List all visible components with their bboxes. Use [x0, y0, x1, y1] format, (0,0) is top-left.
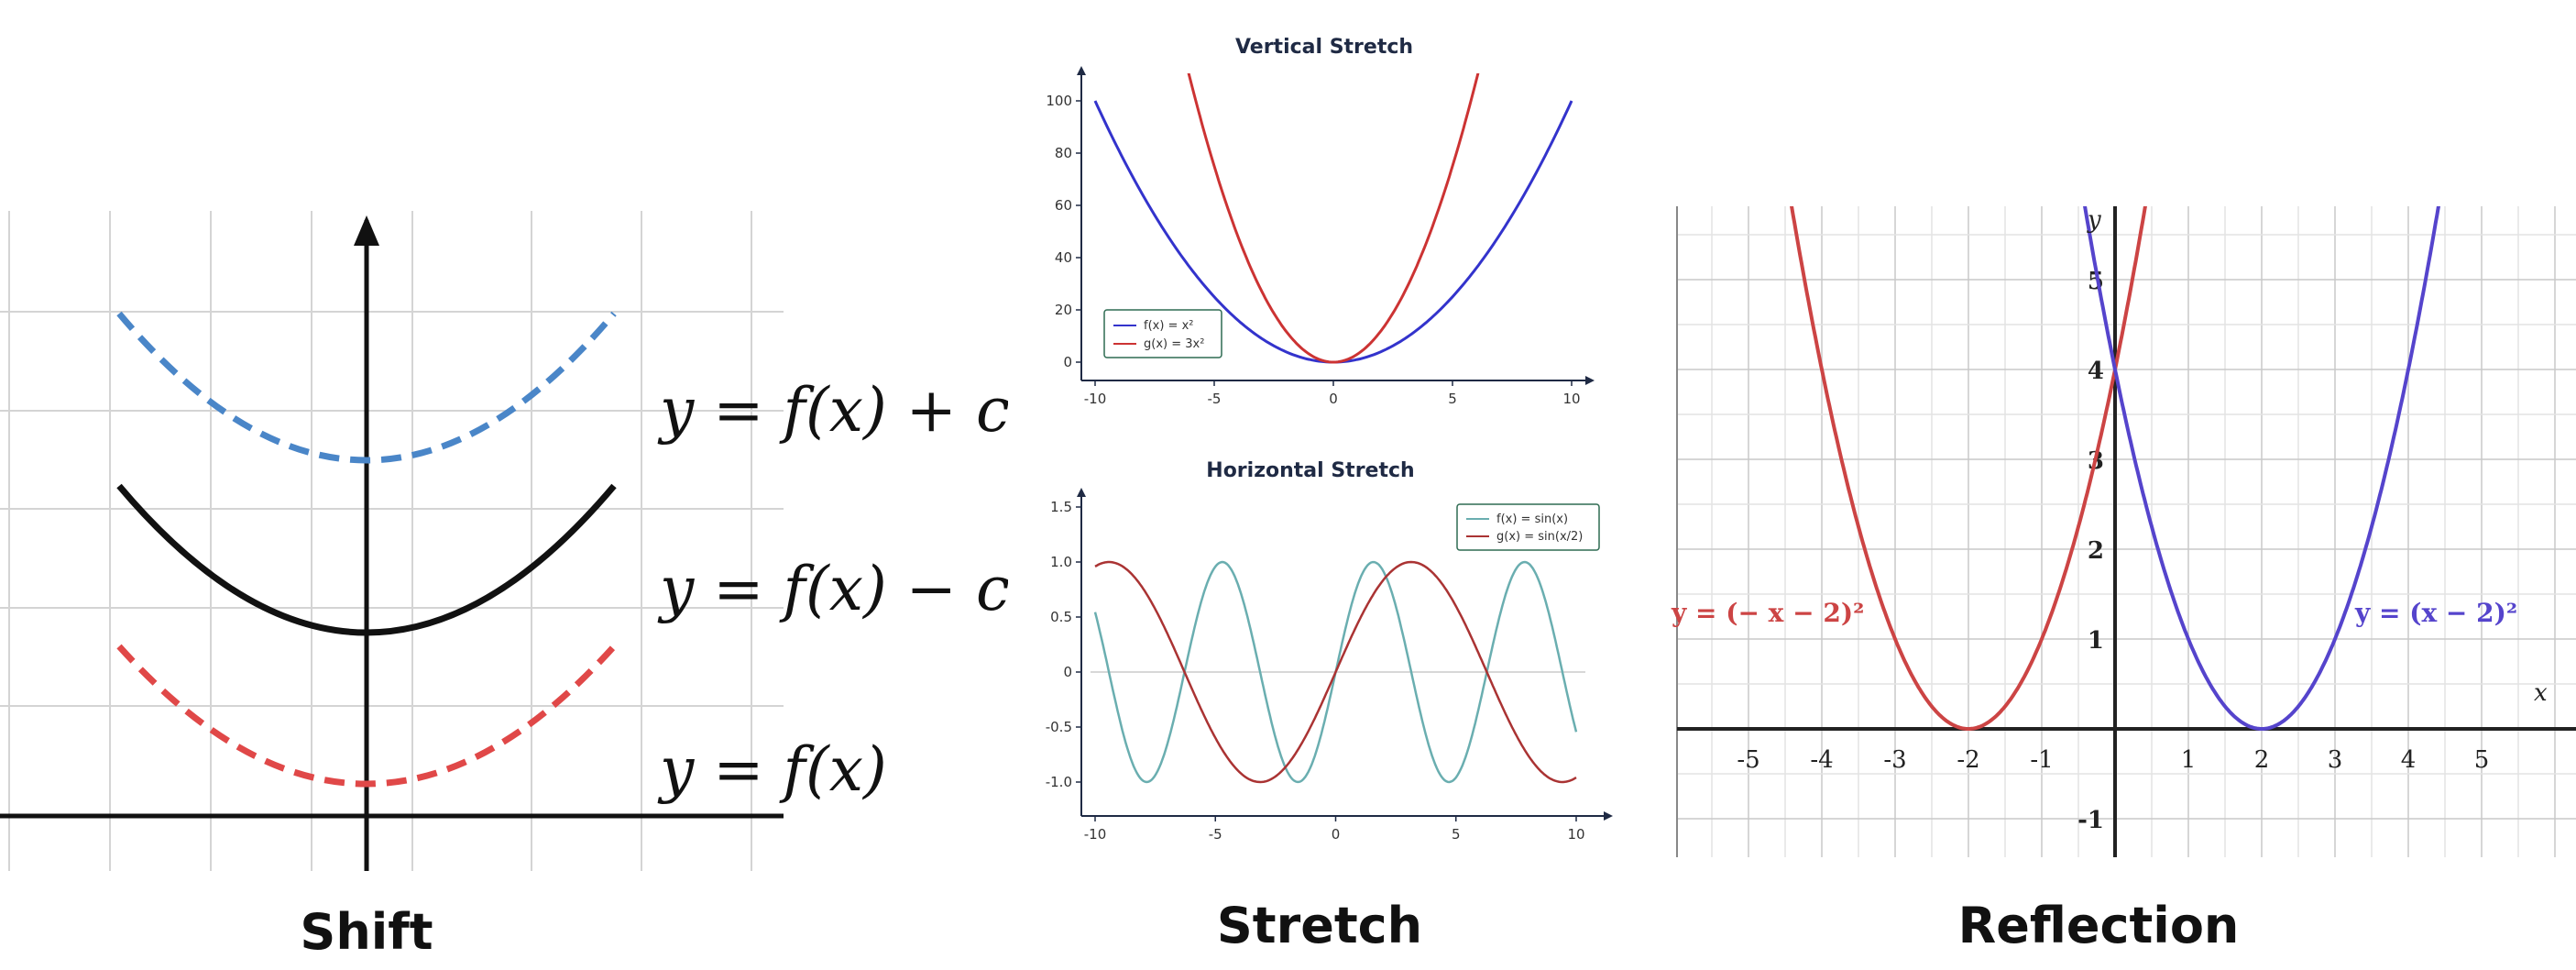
- horizontal-stretch-legend: f(x) = sin(x) g(x) = sin(x/2): [1456, 503, 1600, 551]
- vertical-y-tick-label: 20: [1055, 302, 1072, 318]
- vertical-y-tick-label: 60: [1055, 197, 1072, 214]
- horizontal-y-tick-label: 1.0: [1050, 554, 1072, 570]
- horizontal-y-tick-label: 0.5: [1050, 609, 1072, 625]
- horizontal-y-tick-label: 1.5: [1050, 499, 1072, 515]
- vertical-x-arrow: [1585, 376, 1595, 385]
- vertical-y-tick-label: 100: [1046, 93, 1072, 109]
- reflection-x-tick-label: 3: [2328, 746, 2343, 774]
- reflection-axis-x-label: x: [2534, 679, 2548, 707]
- shift-grid: [0, 211, 784, 871]
- horizontal-legend-g: g(x) = sin(x/2): [1496, 530, 1583, 544]
- shift-y-axis-arrowhead: [354, 215, 379, 246]
- vertical-y-tick-label: 40: [1055, 249, 1072, 266]
- horizontal-y-arrow: [1077, 488, 1086, 497]
- horizontal-x-tick-label: -5: [1209, 826, 1222, 843]
- horizontal-legend-f: f(x) = sin(x): [1496, 513, 1568, 526]
- reflection-x-tick-label: -4: [1810, 746, 1833, 774]
- vertical-x-tick-label: 0: [1329, 391, 1338, 407]
- reflection-label-left: y = (− x − 2)²: [1671, 598, 1864, 628]
- reflection-x-tick-label: -5: [1737, 746, 1759, 774]
- reflection-x-tick-label: -3: [1883, 746, 1906, 774]
- horizontal-y-tick-label: -0.5: [1046, 719, 1072, 735]
- horizontal-stretch-chart: Horizontal Stretch -10 -5 0 5 10 -1.0 -0.5 0 0.5…: [1046, 459, 1613, 843]
- reflection-y-tick-label: 2: [2088, 537, 2104, 565]
- shift-upper-curve: [116, 311, 617, 464]
- vertical-y-tick-label: 0: [1063, 354, 1072, 370]
- vertical-stretch-title: Vertical Stretch: [1235, 36, 1413, 59]
- horizontal-x-tick-label: -10: [1084, 826, 1107, 843]
- reflection-x-tick-label: 2: [2254, 746, 2270, 774]
- horizontal-y-tick-label: -1.0: [1046, 774, 1072, 790]
- stretch-caption: Stretch: [1216, 897, 1423, 954]
- vertical-y-arrow: [1077, 66, 1086, 75]
- horizontal-y-tick-label: 0: [1063, 664, 1072, 680]
- reflection-left-curve: [1790, 206, 2147, 731]
- reflection-x-tick-label: -2: [1957, 746, 1979, 774]
- reflection-y-tick-label: 1: [2088, 627, 2104, 655]
- reflection-axis-y-label: y: [2087, 206, 2101, 234]
- horizontal-x-tick-label: 10: [1567, 826, 1584, 843]
- vertical-stretch-series-g: [1187, 73, 1480, 364]
- horizontal-stretch-title: Horizontal Stretch: [1206, 459, 1414, 482]
- reflection-x-tick-label: 1: [2181, 746, 2197, 774]
- horizontal-x-tick-label: 5: [1452, 826, 1461, 843]
- shift-panel: y = f(x) + c y = f(x) − c y = f(x) Shift: [0, 0, 1008, 970]
- shift-label-lower: y = f(x): [657, 734, 887, 805]
- reflection-caption: Reflection: [1957, 897, 2240, 954]
- shift-lower-curve: [116, 644, 617, 788]
- shift-middle-curve: [116, 483, 617, 636]
- shift-graph: y = f(x) + c y = f(x) − c y = f(x): [0, 211, 1008, 871]
- reflection-right-curve: [2083, 206, 2440, 731]
- reflection-x-tick-label: 4: [2401, 746, 2417, 774]
- vertical-legend-f: f(x) = x²: [1144, 319, 1193, 333]
- reflection-x-tick-label: 5: [2474, 746, 2490, 774]
- horizontal-x-tick-label: 0: [1332, 826, 1341, 843]
- shift-label-upper: y = f(x) + c: [657, 375, 1008, 446]
- vertical-x-tick-label: -10: [1084, 391, 1107, 407]
- vertical-legend-g: g(x) = 3x²: [1144, 337, 1204, 351]
- vertical-stretch-legend: f(x) = x² g(x) = 3x²: [1103, 309, 1222, 358]
- vertical-y-tick-label: 80: [1055, 145, 1072, 161]
- horizontal-x-arrow: [1604, 811, 1613, 821]
- reflection-label-right: y = (x − 2)²: [2354, 598, 2517, 628]
- reflection-y-tick-label: -1: [2077, 807, 2104, 834]
- shift-caption: Shift: [300, 903, 433, 961]
- reflection-x-tick-label: -1: [2030, 746, 2053, 774]
- reflection-y-tick-label: 4: [2088, 358, 2104, 385]
- horizontal-stretch-axes: -10 -5 0 5 10 -1.0 -0.5 0 0.5 1.0 1.5: [1046, 488, 1613, 843]
- shift-label-middle: y = f(x) − c: [657, 554, 1008, 624]
- vertical-x-tick-label: 5: [1448, 391, 1457, 407]
- horizontal-stretch-series-g: [1094, 560, 1577, 784]
- vertical-x-tick-label: -5: [1208, 391, 1222, 407]
- vertical-x-tick-label: 10: [1562, 391, 1580, 407]
